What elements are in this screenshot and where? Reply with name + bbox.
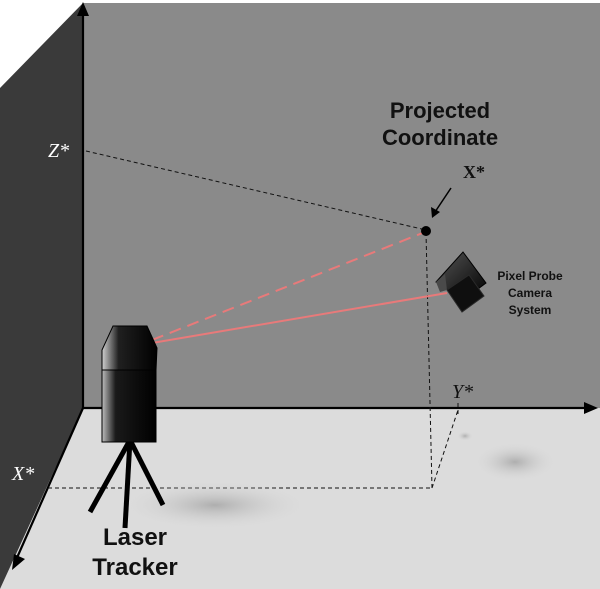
axis-z-label: Z* bbox=[48, 140, 69, 162]
laser-beam-to-point bbox=[151, 231, 426, 341]
projected-label-line2: Coordinate bbox=[382, 125, 498, 150]
left-wall bbox=[0, 3, 83, 589]
x-arrowhead-icon bbox=[12, 554, 25, 570]
back-wall bbox=[83, 3, 600, 408]
axis-arrowheads bbox=[12, 2, 598, 570]
z-arrowhead-icon bbox=[77, 2, 89, 16]
axis-x-label: X* bbox=[11, 463, 34, 485]
projected-label-line1: Projected bbox=[390, 98, 490, 123]
laser-tracker-icon bbox=[87, 325, 166, 529]
point-arrow bbox=[434, 187, 452, 213]
camera-label-line1: Pixel Probe bbox=[497, 269, 563, 283]
projected-point bbox=[421, 226, 431, 236]
camera-label-line3: System bbox=[509, 303, 552, 317]
point-floor-shadow bbox=[457, 431, 473, 441]
axis-lines bbox=[14, 12, 590, 561]
y-arrowhead-icon bbox=[584, 402, 598, 414]
laser-beam-to-camera bbox=[151, 292, 448, 344]
tracker-floor-shadow bbox=[120, 480, 310, 530]
camera-icon bbox=[435, 251, 487, 313]
tracker-label-line2: Tracker bbox=[92, 554, 177, 581]
tracker-label-line1: Laser bbox=[103, 524, 167, 551]
camera-floor-shadow bbox=[473, 442, 557, 482]
point-label: X* bbox=[463, 162, 485, 182]
camera-label-line2: Camera bbox=[508, 286, 552, 300]
point-arrowhead-icon bbox=[431, 207, 440, 218]
axis-y-label: Y* bbox=[452, 381, 473, 403]
